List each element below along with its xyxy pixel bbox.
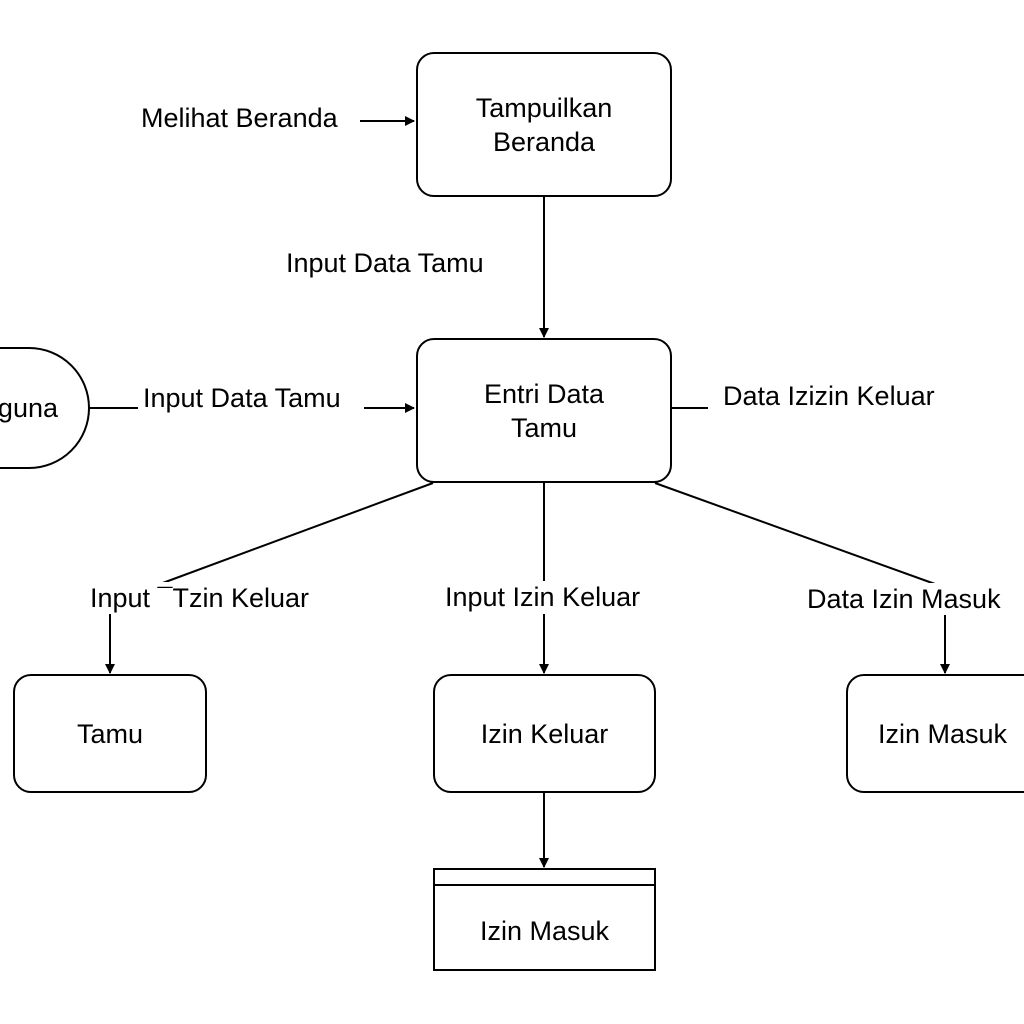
process-tampilkan-beranda: Tampuilkan Beranda	[416, 52, 672, 197]
process-izin-keluar: Izin Keluar	[433, 674, 656, 793]
edge-label-melihat-beranda: Melihat Beranda	[139, 102, 340, 134]
edge-label-input-tzin-keluar: Input ¯Tzin Keluar	[88, 582, 312, 614]
datastore-header-bar	[433, 868, 656, 886]
edge-label-input-data-tamu-down: Input Data Tamu	[284, 247, 486, 279]
process-izin-masuk: Izin Masuk	[846, 674, 1024, 793]
edge-label-data-izin-masuk: Data Izin Masuk	[805, 583, 1003, 615]
edge-label-input-izin-keluar: Input Izin Keluar	[443, 581, 643, 613]
process-tamu: Tamu	[13, 674, 207, 793]
edge-entri-to-tamu-diag	[159, 482, 434, 585]
datastore-label: Izin Masuk	[479, 915, 610, 946]
process-entri-data-tamu: Entri Data Tamu	[416, 338, 672, 483]
edge-label-data-izizin-keluar: Data Izizin Keluar	[721, 380, 937, 412]
edge-label-input-data-tamu-left: Input Data Tamu	[141, 382, 343, 414]
datastore-izin-masuk: Izin Masuk	[433, 868, 656, 971]
edge-entri-to-izin-masuk-diag	[654, 482, 936, 585]
